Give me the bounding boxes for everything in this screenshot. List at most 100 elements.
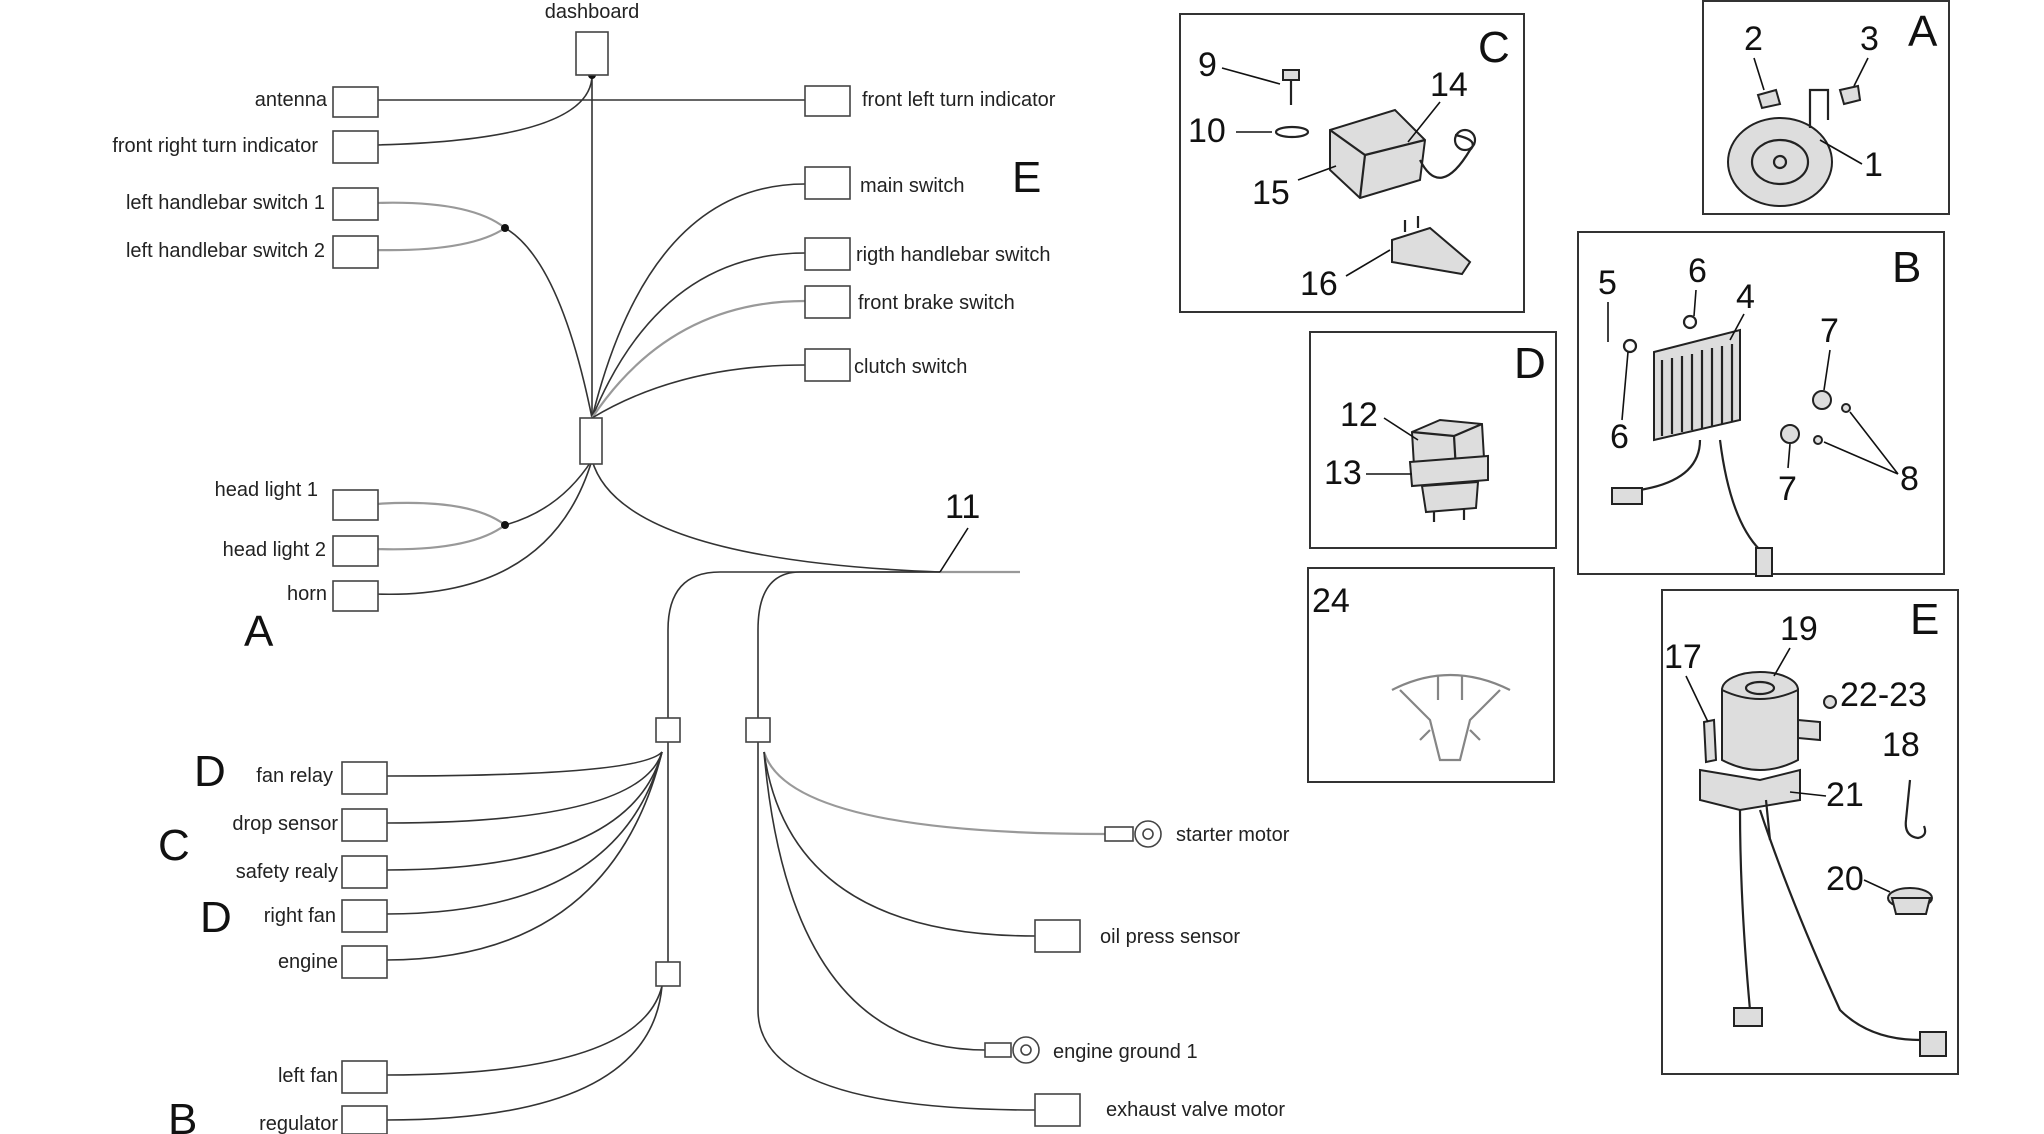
- front-left-turn-connector: [804, 85, 851, 117]
- antenna-connector: [332, 86, 379, 118]
- safety-relay-connector: [341, 855, 388, 889]
- ignition-switch-part: [1699, 671, 1947, 1057]
- fan-relay-connector: [341, 761, 388, 795]
- label-drop-sensor: drop sensor: [232, 813, 338, 835]
- group-letter-d1: D: [194, 747, 226, 796]
- front-right-turn-connector: [332, 130, 379, 164]
- oil-press-connector: [1034, 919, 1081, 953]
- panel-e: E 17 19 22-23 18 21 20: [1661, 589, 1959, 1075]
- label-right-handlebar: rigth handlebar switch: [856, 244, 1051, 266]
- part-num-7b: 7: [1778, 470, 1797, 508]
- junction-block-left: [655, 717, 681, 743]
- group-letter-d2: D: [200, 893, 232, 942]
- part-num-1: 1: [1864, 146, 1883, 184]
- horn-connector: [332, 580, 379, 612]
- panel-e-letter: E: [1910, 595, 1939, 644]
- clutch-connector: [804, 348, 851, 382]
- part-num-5: 5: [1598, 264, 1617, 302]
- part-num-2223: 22-23: [1840, 676, 1927, 714]
- head-light1-connector: [332, 489, 379, 521]
- lh-switch1-connector: [332, 187, 379, 221]
- part-num-2: 2: [1744, 20, 1763, 58]
- lh-switch2-connector: [332, 235, 379, 269]
- panel-24: 24: [1307, 567, 1555, 783]
- part-num-18: 18: [1882, 726, 1920, 764]
- label-exhaust-valve: exhaust valve motor: [1106, 1099, 1285, 1121]
- part-num-14: 14: [1430, 66, 1468, 104]
- harness-labels: dashboard antenna front right turn indic…: [112, 1, 1289, 1134]
- label-head-light1: head light 1: [215, 479, 318, 501]
- part-num-13: 13: [1324, 454, 1362, 492]
- ground-ring-terminal: [984, 1036, 1040, 1064]
- label-lh-switch2: left handlebar switch 2: [126, 240, 325, 262]
- relay-part: [1329, 108, 1477, 200]
- part-num-19: 19: [1780, 610, 1818, 648]
- right-handlebar-connector: [804, 237, 851, 271]
- harness-junctions: [501, 71, 771, 987]
- junction-block-fan: [655, 961, 681, 987]
- part-num-10: 10: [1188, 112, 1226, 150]
- label-dashboard: dashboard: [545, 1, 640, 23]
- starter-ring-terminal: [1104, 820, 1162, 848]
- regulator-connector: [341, 1105, 388, 1134]
- left-fan-connector: [341, 1060, 388, 1094]
- part-num-15: 15: [1252, 174, 1290, 212]
- group-letter-e: E: [1012, 153, 1041, 202]
- label-front-brake: front brake switch: [858, 292, 1015, 314]
- drop-sensor-connector: [341, 808, 388, 842]
- part-num-9: 9: [1198, 46, 1217, 84]
- exhaust-valve-connector: [1034, 1093, 1081, 1127]
- fan-relay-part: [1408, 418, 1489, 522]
- label-engine: engine: [278, 951, 338, 973]
- part-num-24: 24: [1312, 582, 1350, 620]
- harness-wires: [374, 74, 1106, 1121]
- label-front-right-turn: front right turn indicator: [112, 135, 318, 157]
- right-fan-connector: [341, 899, 388, 933]
- label-fan-relay: fan relay: [256, 765, 333, 787]
- clip-part: [1391, 673, 1511, 762]
- label-regulator: regulator: [259, 1113, 338, 1134]
- part-num-7a: 7: [1820, 312, 1839, 350]
- junction-block-front: [579, 417, 603, 465]
- junction-block-right: [745, 717, 771, 743]
- part-num-6b: 6: [1610, 418, 1629, 456]
- label-lh-switch1: left handlebar switch 1: [126, 192, 325, 214]
- screw-part: [1274, 69, 1310, 139]
- part-num-20: 20: [1826, 860, 1864, 898]
- label-engine-ground: engine ground 1: [1053, 1041, 1198, 1063]
- label-main-switch: main switch: [860, 175, 964, 197]
- panel-c: C 9 10 14 15 16: [1179, 13, 1525, 313]
- fuse-part: [1391, 216, 1472, 276]
- label-head-light2: head light 2: [223, 539, 326, 561]
- part-num-3: 3: [1860, 20, 1879, 58]
- front-brake-connector: [804, 285, 851, 319]
- connector-boxes: [332, 31, 1162, 1134]
- panel-a: A 2 3 1: [1702, 0, 1950, 215]
- part-num-21: 21: [1826, 776, 1864, 814]
- label-left-fan: left fan: [278, 1065, 338, 1087]
- panel-d-letter: D: [1514, 339, 1546, 388]
- label-oil-press: oil press sensor: [1100, 926, 1240, 948]
- part-num-6a: 6: [1688, 252, 1707, 290]
- label-clutch: clutch switch: [854, 356, 967, 378]
- panel-a-letter: A: [1908, 7, 1938, 56]
- group-letter-b: B: [168, 1095, 197, 1134]
- small-parts-e: [1764, 695, 1933, 915]
- junction-dot: [501, 521, 509, 529]
- part-num-16: 16: [1300, 265, 1338, 303]
- panel-b: B 5 6 4 7 6 7 8: [1577, 231, 1945, 577]
- label-ref-11: 11: [945, 488, 980, 526]
- label-front-left-turn: front left turn indicator: [862, 89, 1056, 111]
- label-horn: horn: [287, 583, 327, 605]
- part-num-4: 4: [1736, 278, 1755, 316]
- part-num-17: 17: [1664, 638, 1702, 676]
- part-num-12: 12: [1340, 396, 1378, 434]
- label-starter-motor: starter motor: [1176, 824, 1290, 846]
- dashboard-connector: [575, 31, 609, 76]
- group-letter-a: A: [244, 607, 274, 656]
- panel-b-letter: B: [1892, 243, 1921, 292]
- head-light2-connector: [332, 535, 379, 567]
- main-switch-connector: [804, 166, 851, 200]
- horn-part: [1727, 84, 1862, 207]
